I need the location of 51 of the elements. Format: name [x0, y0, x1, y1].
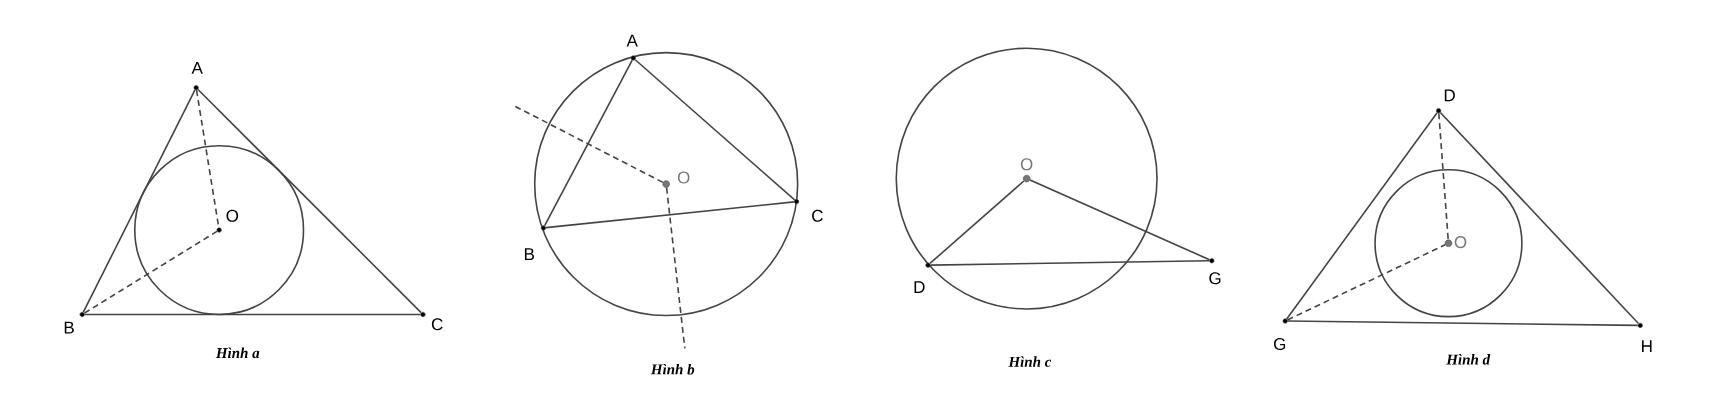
point: [662, 180, 670, 188]
line-segment: [83, 313, 422, 316]
point: [540, 225, 547, 231]
point: [1022, 175, 1031, 183]
dashed-line: [665, 187, 686, 350]
point-label: B: [524, 248, 534, 261]
figure-caption: Hình c: [1008, 356, 1052, 367]
figure-caption: Hình d: [1446, 354, 1491, 365]
point: [794, 199, 800, 205]
point-label: G: [1274, 338, 1286, 351]
line-segment: [1287, 320, 1639, 327]
point: [1436, 108, 1442, 114]
point-label: C: [812, 209, 823, 222]
point-label: G: [1209, 272, 1221, 285]
point: [420, 312, 426, 318]
line-segment: [1439, 111, 1640, 325]
figure-caption: Hình b: [650, 364, 695, 375]
point: [630, 55, 636, 61]
line-segment: [545, 201, 795, 229]
point: [1444, 239, 1453, 248]
line-segment: [929, 180, 1025, 265]
point: [925, 262, 931, 268]
point-label: D: [1444, 89, 1455, 102]
dashed-line: [514, 105, 664, 184]
point-label: O: [226, 209, 239, 222]
point-label: B: [64, 321, 74, 334]
point-label: O: [677, 171, 690, 184]
point: [1209, 258, 1215, 264]
line-segment: [197, 88, 422, 314]
dashed-line: [1286, 244, 1446, 321]
figure-caption: Hình a: [215, 347, 260, 359]
point-label: H: [1642, 340, 1652, 353]
line-segment: [929, 260, 1211, 267]
point-label: O: [1454, 236, 1467, 249]
point-label: O: [1020, 158, 1033, 171]
point-label: A: [626, 34, 638, 47]
point-label: D: [914, 281, 925, 294]
point: [1282, 318, 1288, 324]
point-label: A: [191, 62, 203, 74]
line-segment: [1029, 179, 1211, 261]
point: [216, 227, 222, 233]
point: [193, 85, 199, 91]
line-segment: [634, 59, 796, 201]
point: [79, 312, 85, 318]
dashed-line: [1438, 112, 1449, 241]
point-label: C: [431, 318, 443, 331]
point: [1637, 323, 1643, 329]
dashed-line: [83, 230, 218, 315]
line-segment: [543, 59, 633, 227]
line-segment: [1285, 112, 1438, 320]
line-segment: [82, 89, 196, 314]
